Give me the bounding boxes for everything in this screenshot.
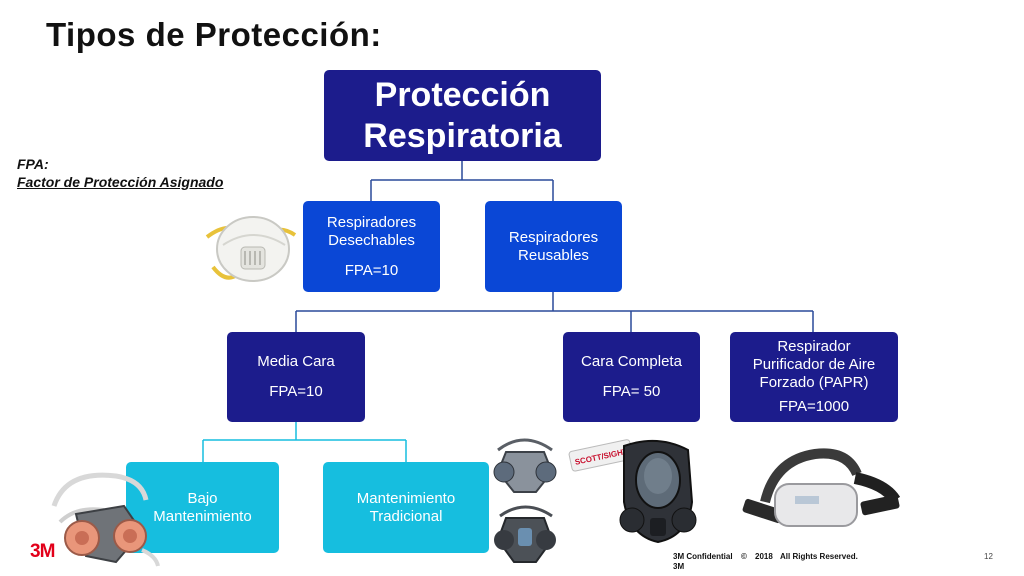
node-bajo-line2: Mantenimiento	[153, 507, 252, 525]
fpa-legend: FPA: Factor de Protección Asignado	[17, 155, 223, 191]
media-cara-connector	[202, 422, 407, 462]
node-papr-line2: Purificador de Aire	[752, 356, 876, 373]
fpa-definition: Factor de Protección Asignado	[17, 174, 224, 190]
node-desechables-line2: Desechables	[328, 231, 415, 249]
footer-confidential: 3M Confidential	[673, 552, 733, 561]
node-tradicional-line1: Mantenimiento	[356, 489, 456, 507]
node-tradicional-line2: Tradicional	[369, 507, 443, 525]
node-respiradores-desechables: Respiradores Desechables FPA=10	[303, 201, 440, 292]
papr-unit-image	[742, 448, 901, 527]
node-media-cara-line1: Media Cara	[257, 353, 335, 370]
reusables-connector	[295, 292, 814, 332]
node-desechables-line1: Respiradores	[326, 213, 417, 231]
node-desechables-fpa: FPA=10	[344, 261, 399, 279]
node-reusables-line1: Respiradores	[508, 228, 599, 246]
node-cara-completa: Cara Completa FPA= 50	[563, 332, 700, 422]
full-face-respirator-image: SCOTT/SIGHT	[568, 439, 697, 544]
disposable-respirator-image	[205, 216, 297, 282]
node-media-cara: Media Cara FPA=10	[227, 332, 365, 422]
traditional-half-mask-image	[493, 438, 557, 563]
footer-copyright-mark: ©	[741, 552, 747, 561]
node-root-line1: Protección	[374, 75, 551, 114]
footer-rights: All Rights Reserved.	[780, 552, 858, 561]
half-face-respirator-image	[51, 472, 160, 567]
node-bajo-mantenimiento: Bajo Mantenimiento	[126, 462, 279, 553]
node-bajo-line1: Bajo	[187, 489, 218, 507]
node-cara-completa-fpa: FPA= 50	[602, 383, 661, 400]
footer-company: 3M	[673, 562, 685, 571]
node-papr-line1: Respirador	[777, 338, 851, 355]
3m-logo: 3M	[30, 541, 55, 562]
node-papr-fpa: FPA=1000	[778, 398, 850, 415]
fpa-abbreviation: FPA:	[17, 156, 49, 172]
node-reusables-line2: Reusables	[518, 246, 589, 264]
page-title: Tipos de Protección:	[46, 16, 382, 53]
node-papr-line3: Forzado (PAPR)	[759, 374, 869, 391]
node-papr: Respirador Purificador de Aire Forzado (…	[730, 332, 898, 422]
footer-year: 2018	[755, 552, 773, 561]
node-cara-completa-line1: Cara Completa	[581, 353, 682, 370]
node-proteccion-respiratoria: Protección Respiratoria	[324, 70, 601, 161]
node-respiradores-reusables: Respiradores Reusables	[485, 201, 622, 292]
node-root-line2: Respiratoria	[363, 116, 562, 155]
root-connector	[370, 160, 554, 201]
page-number: 12	[984, 552, 993, 561]
node-media-cara-fpa: FPA=10	[269, 383, 323, 400]
node-mantenimiento-tradicional: Mantenimiento Tradicional	[323, 462, 489, 553]
